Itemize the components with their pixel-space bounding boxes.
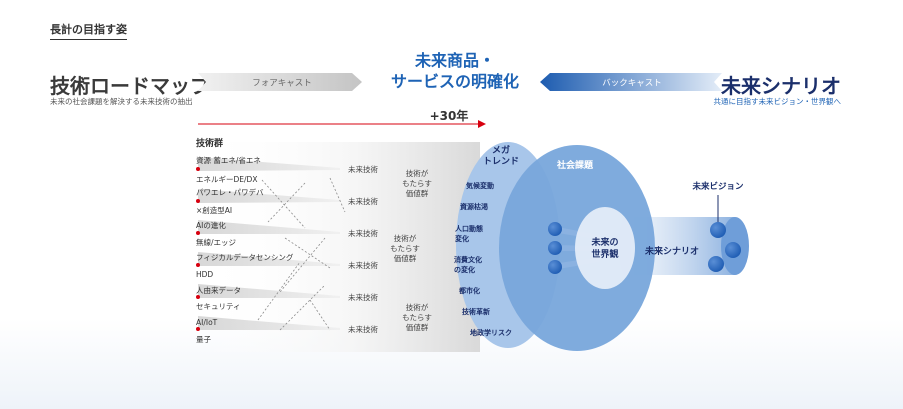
svg-text:技術が: 技術が	[406, 302, 429, 312]
scenario-subtitle: 共通に目指す未来ビジョン・世界観へ	[713, 97, 842, 106]
section-label: 長計の目指す姿	[50, 24, 127, 40]
svg-text:価値群: 価値群	[406, 322, 429, 332]
svg-text:もたらす: もたらす	[402, 313, 432, 322]
center-title-line1: 未来商品・	[414, 51, 495, 70]
mega-trend-item: の変化	[454, 265, 475, 274]
tech-item: パワエレ・パワデバ	[196, 187, 264, 197]
mega-trend-list: 気候変動 資源枯渇 人口動態 変化 消費文化 の変化 都市化 技術革新 地政学リ…	[454, 181, 512, 337]
future-vision-label: 未来ビジョン	[691, 181, 744, 192]
backcast-arrow	[540, 73, 722, 91]
tech-item: 無線/エッジ	[196, 237, 237, 247]
tech-item: 資源 蓄エネ/省エネ	[196, 155, 261, 165]
future-tech-label: 未来技術	[348, 196, 378, 206]
svg-text:もたらす: もたらす	[390, 244, 420, 253]
vision-ball	[725, 242, 741, 258]
concept-ball	[548, 241, 562, 255]
future-tech-label: 未来技術	[348, 324, 378, 334]
tech-item: AIの進化	[196, 220, 226, 230]
future-tech-label: 未来技術	[348, 228, 378, 238]
tech-item: セキュリティ	[196, 302, 241, 311]
roadmap-subtitle: 未来の社会課題を解決する未来技術の抽出	[50, 97, 193, 106]
vision-ball	[710, 222, 726, 238]
svg-text:価値群: 価値群	[406, 188, 429, 198]
value-group: 技術が もたらす 価値群	[402, 168, 432, 198]
mega-trend-item: 人口動態	[455, 224, 483, 233]
svg-text:技術が: 技術が	[406, 168, 429, 178]
mega-trend-title: メガ	[492, 144, 510, 156]
concept-ball	[548, 222, 562, 236]
concept-ball	[548, 260, 562, 274]
mega-trend-title: トレンド	[483, 156, 519, 167]
future-tech-label: 未来技術	[348, 260, 378, 270]
future-tech-label: 未来技術	[348, 292, 378, 302]
center-title-line2: サービスの明確化	[390, 72, 519, 91]
tech-item: フィジカルデータセンシング	[196, 252, 294, 262]
backcast-label: バックキャスト	[602, 79, 662, 89]
vision-ball	[708, 256, 724, 272]
value-group: 技術が もたらす 価値群	[390, 233, 420, 263]
connector-arrows	[257, 177, 346, 331]
mega-trend-item: 地政学リスク	[470, 328, 512, 337]
worldview-label: 未来の	[590, 236, 618, 248]
mega-trend-item: 気候変動	[466, 181, 494, 190]
mega-trend-item: 変化	[455, 234, 469, 243]
future-tech-list: 未来技術 未来技術 未来技術 未来技術 未来技術 未来技術	[348, 164, 378, 334]
tech-item: ×創造型AI	[196, 205, 232, 215]
value-group: 技術が もたらす 価値群	[402, 302, 432, 332]
worldview-circle	[575, 207, 635, 289]
future-scenario-label: 未来シナリオ	[644, 245, 699, 257]
roadmap-title: 技術ロードマップ	[50, 74, 210, 98]
tech-item: 量子	[196, 335, 211, 344]
center-title: 未来商品・ サービスの明確化	[372, 50, 538, 92]
social-issues-label: 社会課題	[556, 159, 594, 171]
tech-item: HDD	[196, 270, 213, 279]
svg-text:もたらす: もたらす	[402, 179, 432, 188]
svg-text:価値群: 価値群	[394, 253, 417, 263]
tech-item: AI/IoT	[196, 318, 218, 327]
tech-item: 人由来データ	[196, 285, 241, 295]
worldview-label: 世界観	[591, 248, 618, 260]
scenario-title: 未来シナリオ	[721, 74, 841, 98]
timeline-arrowhead	[478, 120, 486, 128]
timeline-label: +30年	[430, 108, 469, 123]
forecast-label: フォアキャスト	[252, 79, 312, 89]
tech-list: 資源 蓄エネ/省エネ エネルギーDE/DX パワエレ・パワデバ ×創造型AI A…	[196, 155, 294, 344]
tech-group-header: 技術群	[196, 137, 223, 149]
tech-rays	[198, 157, 340, 330]
tech-item: エネルギーDE/DX	[196, 175, 257, 184]
mega-trend-item: 資源枯渇	[460, 202, 488, 211]
svg-text:技術が: 技術が	[394, 233, 417, 243]
forecast-arrow	[198, 73, 362, 91]
mega-trend-item: 都市化	[458, 286, 480, 295]
mega-trend-item: 技術革新	[462, 307, 490, 316]
future-tech-label: 未来技術	[348, 164, 378, 174]
mega-trend-item: 消費文化	[454, 255, 482, 264]
